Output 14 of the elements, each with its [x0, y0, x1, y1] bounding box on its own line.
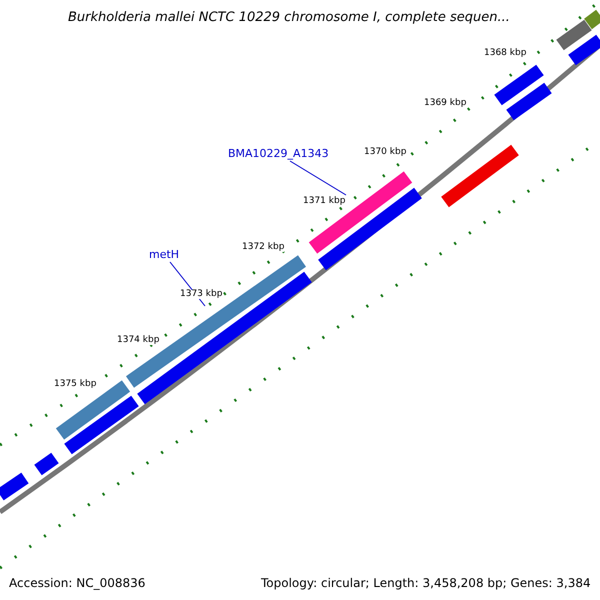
info-text: Topology: circular; Length: 3,458,208 bp; Genes: 3,384 [261, 577, 591, 589]
scale-label: 1368 kbp [484, 49, 526, 58]
title: Burkholderia mallei NCTC 10229 chromosome I, complete sequen... [68, 11, 510, 24]
scale-label: 1375 kbp [54, 380, 96, 389]
scale-label: 1370 kbp [364, 148, 406, 157]
scale-label: 1372 kbp [242, 243, 284, 252]
scale-label: 1371 kbp [303, 197, 346, 206]
scale-label: 1369 kbp [424, 99, 466, 108]
gene-label: metH [149, 249, 180, 260]
scale-label: 1374 kbp [117, 336, 160, 345]
leader-line [290, 160, 346, 196]
gene-label: BMA10229_A1343 [228, 148, 329, 159]
scale-label: 1373 kbp [180, 290, 222, 299]
info-text: Accession: NC_008836 [9, 577, 146, 589]
